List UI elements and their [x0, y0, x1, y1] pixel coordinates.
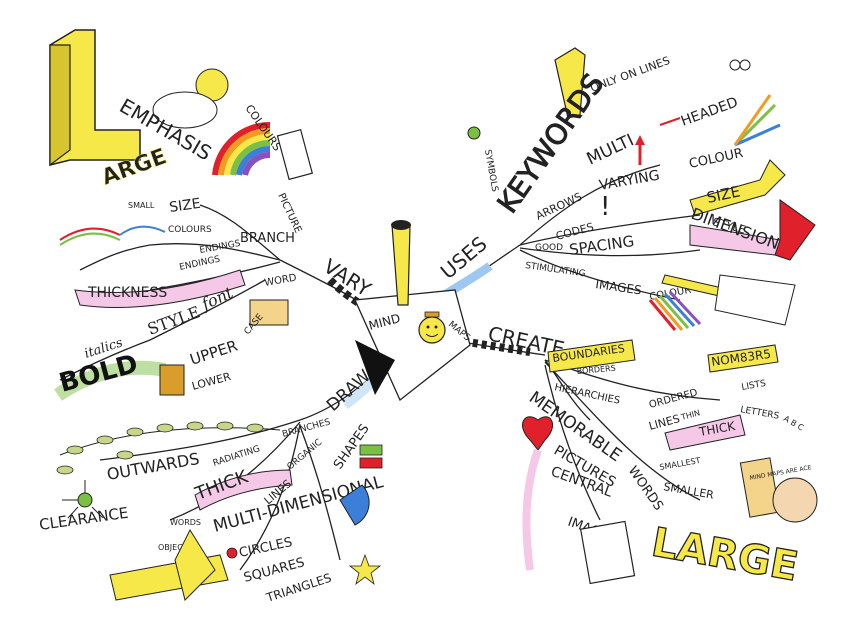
upper-label: UPPER — [188, 337, 240, 369]
picture-label: PICTURE — [275, 192, 303, 235]
vary-cluster: L ARGE EMPHASIS COLOURS PICTURE SMALL SI… — [49, 29, 314, 401]
branch-label: BRANCH — [240, 231, 295, 246]
large-label: LARGE — [648, 520, 801, 591]
ordered-label: ORDERED — [648, 387, 699, 411]
smaller-label: SMALLER — [662, 480, 715, 502]
lists-label: LISTS — [741, 379, 767, 393]
endings-label-1: ENDINGS — [199, 239, 242, 256]
picture-frame-icon — [276, 128, 314, 181]
varying-label: VARYING — [598, 168, 661, 194]
hierarchies-label: HIERARCHIES — [553, 382, 621, 407]
large-l-shape — [49, 29, 141, 166]
smallest-label: SMALLEST — [659, 456, 701, 472]
words-label-draw: WORDS — [170, 518, 201, 527]
stimulating-label: STIMULATING — [525, 261, 587, 279]
outwards-arrows-icon — [62, 480, 104, 519]
thin-label: THIN — [679, 408, 701, 422]
arrows-label: ARROWS — [534, 190, 584, 223]
heart-balloon-icon — [522, 416, 554, 451]
black-flag-icon — [355, 340, 395, 395]
draw-cluster: BRANCHES RADIATING ORGANIC OUTWARDS THIC… — [38, 417, 386, 605]
briefcase-icon — [249, 299, 289, 326]
organic-label: ORGANIC — [286, 438, 325, 473]
key-icon — [554, 47, 586, 119]
size-arrow-icon — [689, 159, 786, 216]
smiley-face-icon — [418, 316, 446, 344]
images-label: IMAGES — [595, 277, 643, 297]
colours-small-label: COLOURS — [168, 225, 212, 235]
sign-board-icon — [739, 457, 781, 518]
colour-pencils-icon — [648, 290, 702, 331]
good-label: GOOD — [535, 243, 563, 253]
framed-picture-icon — [579, 520, 636, 585]
word-label: WORD — [264, 272, 298, 289]
leaves-icon — [56, 421, 264, 475]
red-dot-icon — [226, 547, 238, 559]
circles-label: CIRCLES — [238, 535, 294, 561]
rainbow-icon — [212, 121, 271, 176]
radiating-label: RADIATING — [212, 444, 262, 469]
lines-label: LINES — [647, 412, 681, 433]
colour-label: COLOUR — [688, 146, 745, 172]
cloud-icon — [152, 91, 218, 129]
star-icon — [348, 553, 382, 586]
butterfly-icon — [729, 59, 751, 71]
yellow-arrow-icon — [391, 224, 411, 306]
house-icon — [159, 364, 185, 396]
flag-green-icon — [359, 444, 383, 456]
create-cluster: BOUNDARIES BORDERS HIERARCHIES NOM83R5 O… — [522, 339, 818, 591]
letters-label: LETTERS — [739, 405, 780, 422]
size-label: SIZE — [168, 196, 201, 216]
blue-pie-icon — [339, 484, 370, 526]
branches-label: BRANCHES — [281, 417, 332, 440]
thick-label: THICK — [697, 419, 737, 439]
clearance-label: CLEARANCE — [38, 504, 129, 534]
borders-label: BORDERS — [576, 364, 616, 376]
headed-label: HEADED — [679, 94, 740, 129]
uses-cluster: SYMBOLS KEYWORDS ONLY ON LINES MULTI HEA… — [467, 47, 816, 331]
create-branch-band — [454, 336, 531, 356]
exclamation-icon: ! — [600, 192, 610, 222]
tent-icon — [174, 528, 216, 601]
multi-label: MULTI — [584, 130, 637, 169]
thickness-label: THICKNESS — [87, 285, 167, 301]
objects-label: OBJECTS — [158, 543, 193, 552]
flag-red-icon — [359, 457, 383, 469]
endings-label-2: ENDINGS — [179, 254, 222, 272]
only-on-lines-label: ONLY ON LINES — [589, 54, 672, 95]
green-circle-icon — [467, 126, 481, 140]
multi-headed-arrow-icon — [635, 117, 681, 165]
abc-label: A B C — [782, 414, 806, 433]
symbols-label: SYMBOLS — [482, 149, 499, 193]
central-image: MIND MAPS — [354, 220, 472, 402]
small-label: SMALL — [128, 201, 155, 210]
thinking-face-icon — [772, 477, 818, 523]
style-label: STYLE — [145, 302, 203, 338]
lower-label: LOWER — [190, 370, 232, 393]
